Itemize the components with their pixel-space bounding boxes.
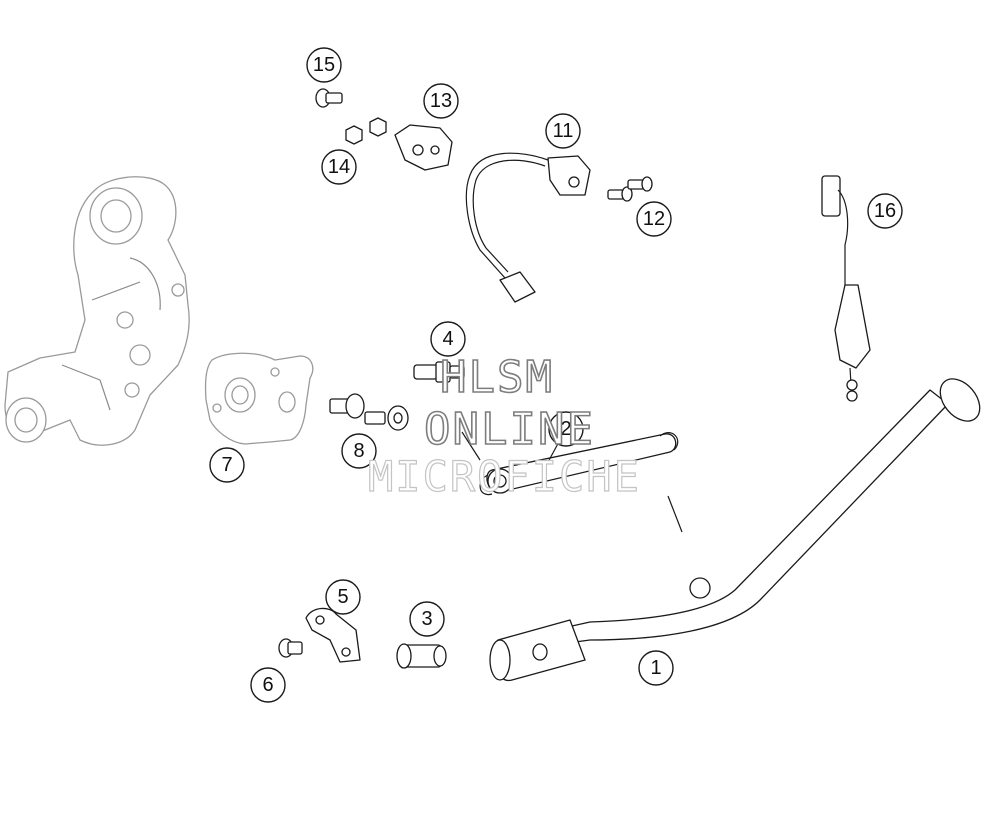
- callout-7: 7: [209, 447, 245, 483]
- callout-13: 13: [423, 83, 459, 119]
- callout-3: 3: [409, 601, 445, 637]
- callout-6: 6: [250, 667, 286, 703]
- part-5-bracket: [305, 607, 361, 663]
- frame-part: [4, 176, 190, 446]
- svg-text:11: 11: [553, 120, 574, 142]
- part-4-pin: [413, 361, 465, 383]
- part-13-switch: [394, 124, 453, 171]
- callout-1: 1: [638, 650, 674, 686]
- svg-text:13: 13: [430, 90, 452, 112]
- callout-5: 5: [325, 579, 361, 615]
- part-2-spring: [479, 431, 679, 496]
- callout-4: 4: [430, 321, 466, 357]
- svg-text:14: 14: [328, 156, 350, 178]
- part-16-cabletie: [821, 175, 871, 402]
- callout-15: 15: [306, 47, 342, 83]
- part-7-plate: [204, 352, 314, 445]
- svg-text:16: 16: [874, 200, 896, 222]
- svg-text:2: 2: [560, 418, 571, 440]
- part-11-sensor: [465, 152, 591, 303]
- svg-text:7: 7: [221, 454, 232, 476]
- svg-text:4: 4: [442, 328, 453, 350]
- watermark-line-1: HLSM: [439, 351, 554, 404]
- part-3-bushing: [396, 643, 447, 669]
- part-8-bolts: [329, 393, 409, 431]
- callout-12: 12: [636, 201, 672, 237]
- callout-16: 16: [867, 193, 903, 229]
- svg-text:12: 12: [643, 208, 665, 230]
- svg-text:3: 3: [421, 608, 432, 630]
- svg-text:8: 8: [353, 440, 364, 462]
- svg-text:6: 6: [262, 674, 273, 696]
- callout-8: 8: [341, 433, 377, 469]
- callout-14: 14: [321, 149, 357, 185]
- part-12-screws: [607, 176, 653, 202]
- watermark-line-3: MICROFICHE: [367, 451, 641, 501]
- part-14-nuts: [345, 117, 387, 145]
- watermark-line-2: ONLINE: [423, 403, 595, 456]
- part-6-screw: [278, 638, 303, 658]
- part-1-sidestand: [489, 378, 981, 681]
- callout-11: 11: [545, 113, 581, 149]
- svg-text:15: 15: [313, 54, 335, 76]
- part-15-screw: [315, 88, 343, 108]
- callout-2: 2: [548, 411, 584, 447]
- svg-text:5: 5: [337, 586, 348, 608]
- svg-text:1: 1: [650, 657, 661, 679]
